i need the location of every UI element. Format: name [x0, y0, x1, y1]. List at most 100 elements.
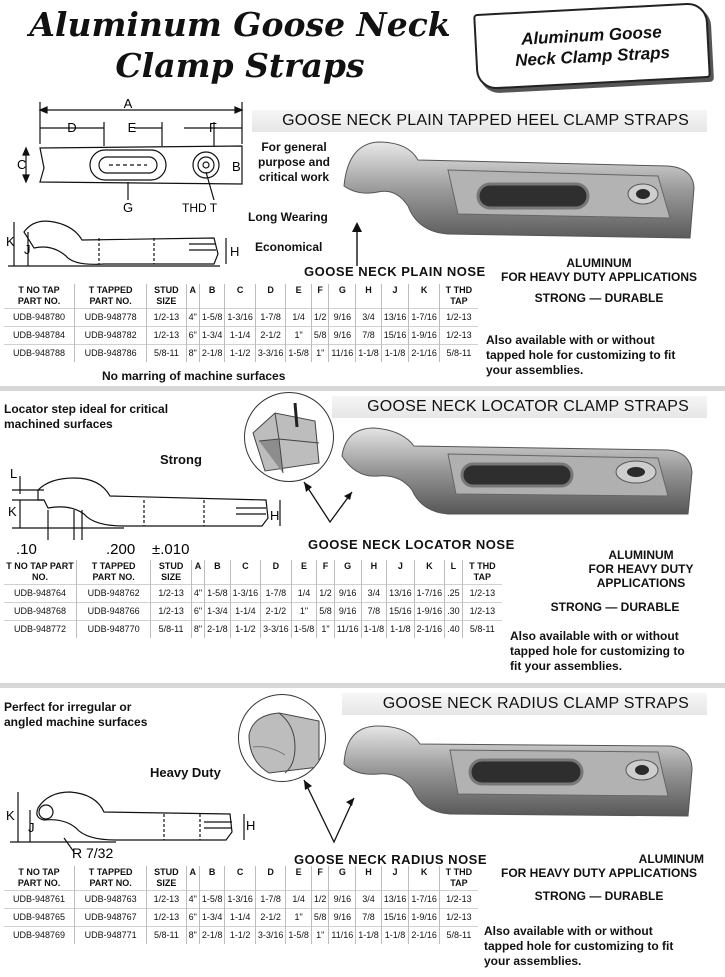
section3-spec-table: T NO TAP PART NO.T TAPPED PART NO.STUD S… — [4, 866, 478, 944]
table-cell: 1-1/2 — [224, 926, 256, 944]
economical-label: Economical — [255, 240, 323, 254]
dim-L-label: L — [10, 466, 17, 481]
table-cell: 1/2 — [311, 890, 330, 909]
table-cell: 1-3/4 — [199, 908, 226, 927]
table-cell: UDB-948765 — [4, 908, 76, 927]
table-cell: 1-3/16 — [230, 584, 262, 603]
section1-table-header-cell: E — [285, 284, 312, 309]
section2-banner: GOOSE NECK LOCATOR CLAMP STRAPS — [332, 396, 707, 418]
table-cell: 11/16 — [328, 344, 357, 362]
table-cell: 2-1/2 — [260, 602, 292, 621]
table-cell: UDB-948770 — [76, 620, 152, 638]
section3-side-view-drawing: K J H R 7/32 — [6, 791, 255, 861]
radius-nose-label: GOOSE NECK RADIUS NOSE — [294, 852, 488, 867]
table-cell: 1/2-13 — [150, 602, 192, 621]
table-cell: UDB-948782 — [74, 326, 148, 345]
dim-J3-label: J — [28, 820, 35, 835]
section1-aluminum-note: ALUMINUM FOR HEAVY DUTY APPLICATIONS — [494, 256, 704, 284]
table-cell: 1/2-13 — [439, 890, 478, 909]
section1-spec-table: T NO TAP PART NO.T TAPPED PART NO.STUD S… — [4, 284, 478, 362]
section3-table-header-cell: K — [408, 866, 440, 891]
section1-table-header-cell: T THD TAP — [445, 285, 473, 306]
section1-table-header-cell: T NO TAP PART NO. — [4, 284, 76, 309]
table-cell: 6" — [191, 602, 206, 621]
table-cell: 3-3/16 — [260, 620, 292, 638]
section2-table-header-cell: T TAPPED PART NO. — [76, 560, 152, 585]
section1-marring-note: No marring of machine surfaces — [102, 369, 286, 383]
table-cell: 1-1/8 — [355, 926, 382, 944]
dim-K-label: K — [6, 234, 15, 249]
section-divider-1 — [0, 386, 725, 391]
table-cell: 5/8-11 — [146, 344, 187, 362]
table-cell: 1-7/8 — [255, 308, 287, 327]
table-cell: 1-3/4 — [204, 602, 231, 621]
table-cell: 9/16 — [328, 908, 357, 927]
table-cell: 5/8 — [311, 326, 330, 345]
locator-nose-label: GOOSE NECK LOCATOR NOSE — [308, 537, 515, 552]
page-title: Aluminum Goose Neck Clamp Straps — [20, 4, 460, 86]
table-cell: 1-1/8 — [381, 344, 410, 362]
section1-top-view-drawing: A D E F C B G THD T — [17, 96, 244, 215]
section3-table-header-cell: E — [285, 866, 312, 891]
heavy-duty-line: FOR HEAVY DUTY APPLICATIONS — [500, 270, 698, 284]
table-cell: 1-1/2 — [224, 344, 256, 362]
table-cell: UDB-948769 — [4, 926, 76, 944]
plain-nose-arrow — [352, 222, 362, 266]
table-cell: 4" — [191, 584, 206, 603]
section1-features: For general purpose and critical work — [254, 140, 334, 185]
table-cell: 15/16 — [381, 908, 410, 927]
table-cell: 2-1/2 — [255, 908, 287, 927]
section2-table-header-cell: T THD TAP — [469, 561, 496, 582]
table-cell: 1-9/16 — [414, 602, 446, 621]
section1-table-header-cell: K — [408, 284, 440, 309]
feature-line-2: purpose and — [257, 155, 330, 169]
section3-heavy-duty-word: Heavy Duty — [150, 765, 221, 780]
table-cell: 2-1/2 — [255, 326, 287, 345]
section3-strong-label: STRONG — DURABLE — [534, 889, 664, 903]
table-cell: 1" — [311, 926, 330, 944]
table-cell: UDB-948761 — [4, 890, 76, 909]
table-cell: 6" — [186, 326, 200, 345]
table-cell: 1-5/8 — [199, 308, 226, 327]
table-cell: 1/2-13 — [146, 326, 187, 345]
table-cell: 1/2-13 — [462, 602, 502, 621]
table-cell: 1/2 — [316, 584, 335, 603]
table-cell: 8" — [191, 620, 206, 638]
section1-side-view-drawing: K J H — [6, 220, 239, 267]
table-cell: UDB-948763 — [74, 890, 148, 909]
table-cell: 6" — [186, 908, 200, 927]
dim-K3-label: K — [6, 808, 15, 823]
table-cell: 1-1/2 — [230, 620, 262, 638]
feature-line-3: critical work — [258, 170, 330, 184]
section2-table-header-cell: T NO TAP PART NO. — [4, 560, 78, 585]
table-cell: 15/16 — [386, 602, 415, 621]
section3-availability-note: Also available with or without tapped ho… — [484, 924, 674, 968]
section3-banner: GOOSE NECK RADIUS CLAMP STRAPS — [342, 693, 707, 715]
table-cell: .25 — [444, 584, 463, 603]
table-cell: 1-5/8 — [199, 890, 226, 909]
table-cell: 2-1/8 — [199, 344, 226, 362]
dim-C-label: C — [17, 157, 26, 172]
table-cell: 1-3/16 — [224, 308, 256, 327]
dim-H-label: H — [230, 244, 239, 259]
title-line-2: Clamp Straps — [115, 46, 365, 85]
table-cell: UDB-948771 — [74, 926, 148, 944]
table-cell: 1-1/8 — [355, 344, 382, 362]
section3-aluminum-note: ALUMINUM FOR HEAVY DUTY APPLICATIONS — [500, 852, 704, 880]
table-cell: 7/8 — [355, 326, 382, 345]
section3-table-header-cell: F — [311, 866, 330, 891]
table-cell: 1-3/4 — [199, 326, 226, 345]
table-cell: 1/2-13 — [462, 584, 502, 603]
section2-table-header-cell: C — [230, 560, 262, 585]
section2-table-header-cell: K — [414, 560, 446, 585]
table-cell: UDB-948780 — [4, 308, 76, 327]
plain-nose-label: GOOSE NECK PLAIN NOSE — [304, 264, 486, 279]
table-cell: 1" — [285, 908, 312, 927]
section1-table-header-cell: F — [311, 284, 330, 309]
section3-table-header-cell: STUD SIZE — [146, 866, 187, 891]
table-cell: 1-9/16 — [408, 326, 440, 345]
section2-product-photo — [341, 427, 693, 515]
dim-radius-label: R 7/32 — [72, 845, 113, 861]
